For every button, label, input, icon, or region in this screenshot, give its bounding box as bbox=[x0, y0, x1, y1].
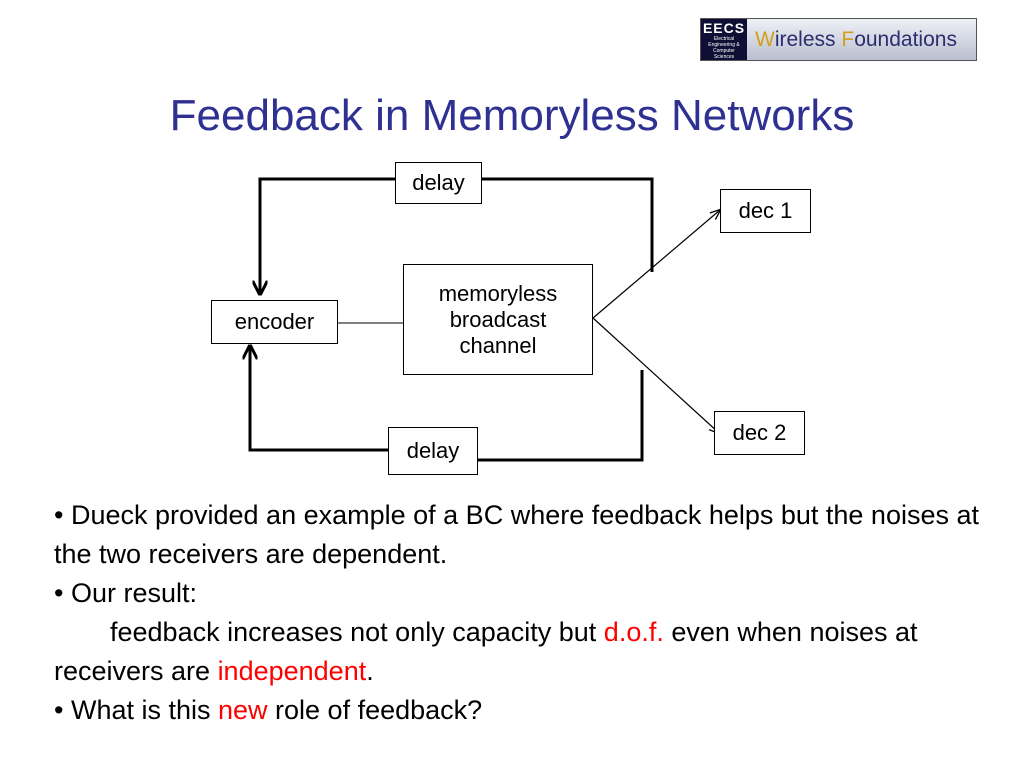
logo-wordmark: Wireless Foundations bbox=[755, 27, 957, 51]
eecs-badge-subtitle: Electrical Engineering & Computer Scienc… bbox=[708, 35, 740, 60]
dec2-box: dec 2 bbox=[714, 411, 805, 455]
channel-label-line-3: channel bbox=[459, 332, 537, 358]
bullet-question: • What is this new role of feedback? bbox=[54, 695, 483, 725]
channel-label-line-1: memoryless bbox=[438, 280, 558, 306]
bullet-list: • Dueck provided an example of a BC wher… bbox=[54, 496, 1004, 730]
wireless-foundations-logo: EECS Electrical Engineering & Computer S… bbox=[700, 18, 977, 61]
channel-to-dec2-arrow bbox=[592, 317, 719, 433]
highlight-independent: independent bbox=[217, 656, 367, 686]
bullet-dueck: • Dueck provided an example of a BC wher… bbox=[54, 500, 980, 569]
highlight-new: new bbox=[218, 695, 268, 725]
memoryless-broadcast-channel-box: memoryless broadcast channel bbox=[403, 264, 593, 375]
delay-box-top: delay bbox=[395, 162, 482, 204]
top-feedback-left-arrow bbox=[260, 177, 395, 294]
slide-title: Feedback in Memoryless Networks bbox=[169, 91, 855, 140]
bottom-feedback-right bbox=[478, 370, 644, 462]
highlight-dof: d.o.f. bbox=[603, 617, 664, 647]
bullet-result-detail: feedback increases not only capacity but… bbox=[54, 617, 918, 686]
channel-label-line-2: broadcast bbox=[449, 306, 547, 332]
eecs-badge-text: EECS bbox=[702, 19, 746, 36]
bottom-feedback-left-arrow bbox=[250, 346, 388, 452]
eecs-badge: EECS Electrical Engineering & Computer S… bbox=[701, 19, 747, 60]
bullet-our-result: • Our result: bbox=[54, 578, 197, 608]
encoder-box: encoder bbox=[211, 300, 338, 344]
top-feedback-right bbox=[482, 177, 654, 272]
delay-box-bottom: delay bbox=[388, 427, 478, 475]
channel-to-dec1-arrow bbox=[592, 210, 720, 319]
dec1-box: dec 1 bbox=[720, 189, 811, 233]
